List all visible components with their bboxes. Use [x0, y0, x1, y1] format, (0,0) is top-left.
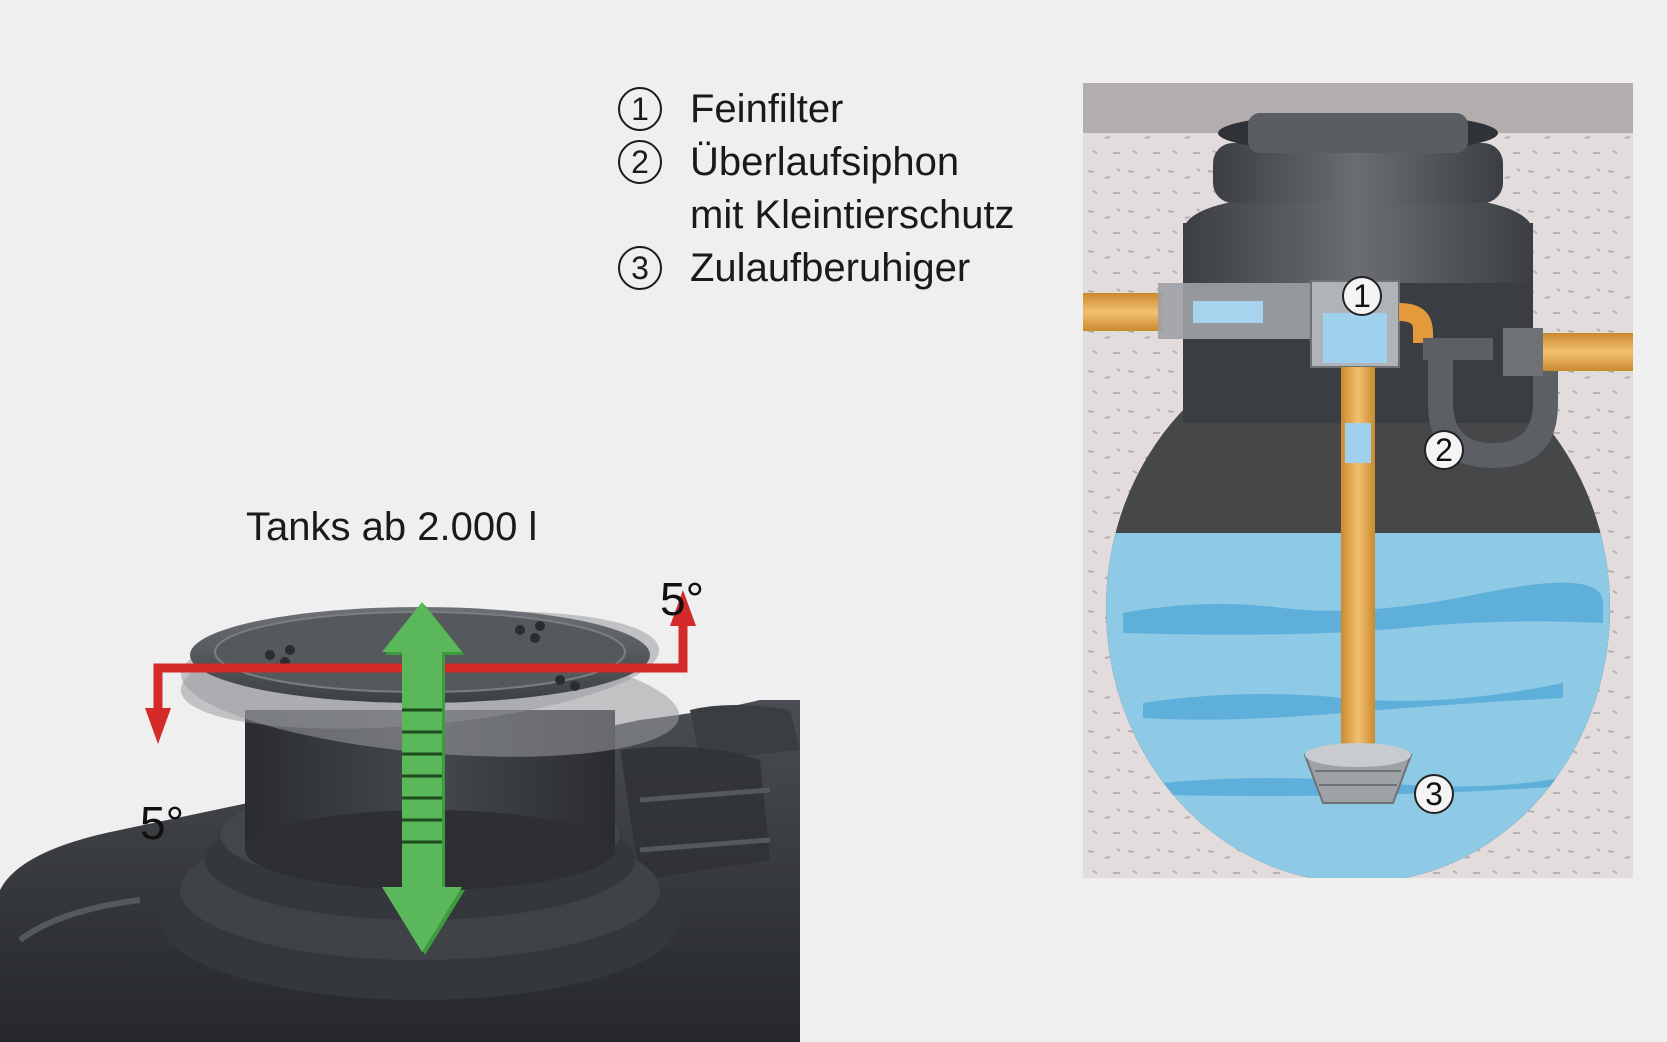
callout-1: 1 [1342, 276, 1382, 316]
legend-label-1: Feinfilter [690, 86, 844, 131]
height-arrow [382, 602, 465, 955]
callout-2: 2 [1424, 430, 1464, 470]
legend-label-2: Überlaufsiphon [690, 139, 960, 184]
legend-number-2: 2 [618, 139, 662, 184]
legend-label-3: Zulaufberuhiger [690, 245, 971, 290]
callout-3: 3 [1414, 774, 1454, 814]
figure-title: Tanks ab 2.000 l [246, 505, 538, 549]
legend-label-2-cont: mit Kleintierschutz [690, 192, 1015, 237]
angle-label-top: 5° [660, 573, 704, 625]
inlet-pipe [1083, 283, 1318, 339]
legend-number-1: 1 [618, 86, 662, 131]
legend-number-3: 3 [618, 245, 662, 290]
angle-label-left: 5° [140, 797, 184, 849]
legend-item-1: 1 Feinfilter [618, 82, 1015, 135]
dome-shaft-illustration [0, 590, 800, 1042]
legend-item-3: 3 Zulaufberuhiger [618, 241, 1015, 294]
tank-cross-section [1083, 83, 1633, 878]
inlet-calmer [1303, 743, 1413, 804]
legend: 1 Feinfilter 2 Überlaufsiphon mit Kleint… [618, 82, 1015, 294]
legend-item-2: 2 Überlaufsiphon [618, 135, 1015, 188]
inlet-downpipe [1341, 367, 1375, 762]
